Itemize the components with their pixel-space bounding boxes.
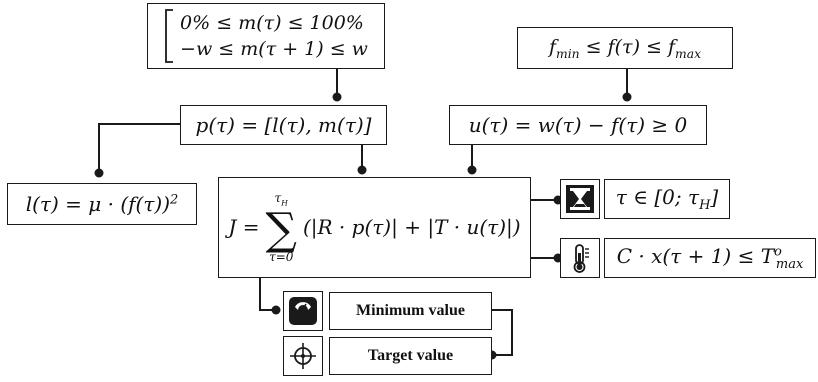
summation: τH ∑ τ=0 [265,190,297,265]
thermometer-icon-box [560,238,600,278]
crosshair-icon [290,343,316,369]
u-definition: u(τ) = w(τ) − f(τ) ≥ 0 [468,113,688,137]
crosshair-icon-box [283,336,323,376]
p-definition: p(τ) = [l(τ), m(τ)] [195,113,372,137]
scale-icon-box [283,291,323,331]
m-bounds-line1: 0% ≤ m(τ) ≤ 100% [180,12,364,34]
l-definition: l(τ) = μ · (f(τ))2 [25,192,179,216]
target-value-label: Target value [329,337,492,375]
f-bounds-box: fmin ≤ f(τ) ≤ fmax [517,27,733,69]
horizon-box: τ ∈ [0; τH] [604,179,730,219]
hourglass-icon [566,185,594,213]
p-definition-box: p(τ) = [l(τ), m(τ)] [180,105,387,145]
temperature-condition: C · x(τ + 1) ≤ Tomax [616,244,804,272]
scale-icon [289,297,317,325]
m-bounds-box: 0% ≤ m(τ) ≤ 100% −w ≤ m(τ + 1) ≤ w [147,3,385,69]
objective-body: (|R · p(τ)| + |T · u(τ)|) [302,215,521,240]
minimum-value-label: Minimum value [329,292,492,330]
thermometer-icon [573,244,589,273]
u-definition-box: u(τ) = w(τ) − f(τ) ≥ 0 [449,105,707,145]
m-bounds-line2: −w ≤ m(τ + 1) ≤ w [180,38,368,60]
objective-lhs: J = [228,215,260,240]
l-definition-box: l(τ) = μ · (f(τ))2 [7,183,197,225]
sigma-icon: ∑ [265,204,297,256]
temperature-box: C · x(τ + 1) ≤ Tomax [604,238,816,278]
hourglass-icon-box [560,179,600,219]
left-bracket-icon [165,9,174,63]
f-bounds-text: fmin ≤ f(τ) ≤ fmax [548,35,702,61]
objective-box: J = τH ∑ τ=0 (|R · p(τ)| + |T · u(τ)|) [218,177,531,278]
horizon-condition: τ ∈ [0; τH] [615,185,719,213]
